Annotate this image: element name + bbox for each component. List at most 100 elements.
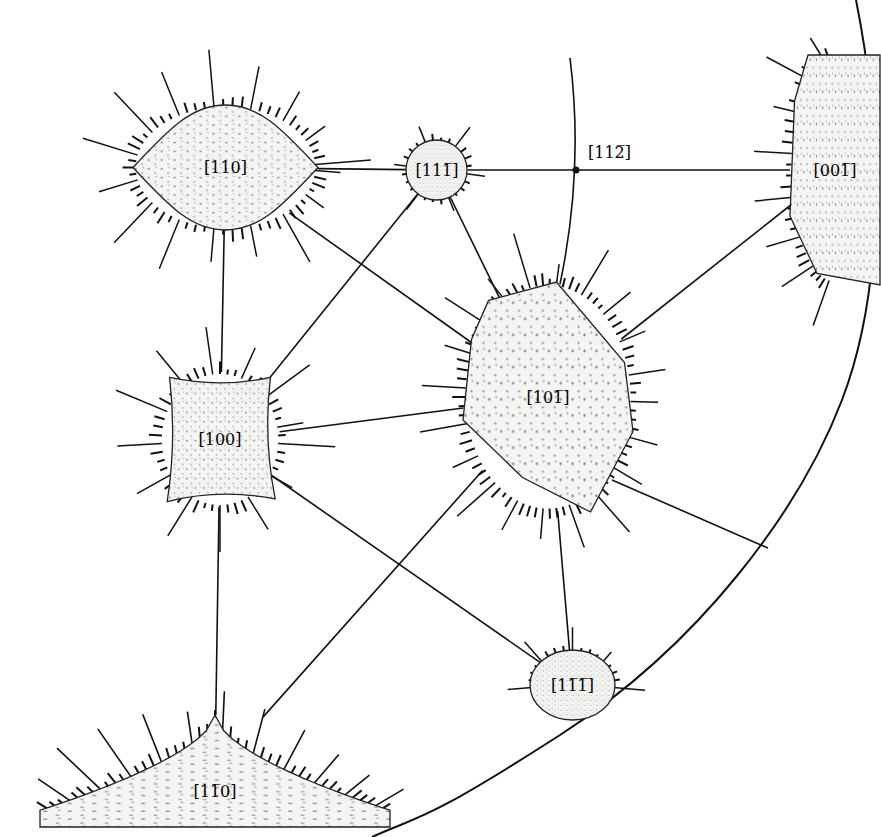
spike	[535, 508, 537, 518]
pole-index: [110]	[204, 158, 247, 177]
spike	[394, 164, 408, 166]
pole-index: [001̅]	[813, 161, 856, 180]
pole-index: [111̅]	[415, 161, 458, 180]
spike	[534, 275, 536, 286]
spike	[275, 418, 281, 420]
pole-index: [101̅]	[526, 388, 569, 407]
spike	[455, 127, 470, 147]
pole-region: [111̅]	[406, 140, 467, 200]
spike	[275, 460, 283, 463]
pole-region: [11̅0]	[40, 715, 390, 827]
spike	[150, 117, 158, 127]
spike	[193, 500, 198, 512]
spike	[265, 365, 310, 398]
spike	[480, 477, 490, 485]
pole-region: [110]	[133, 105, 318, 230]
spike	[612, 322, 622, 328]
pole-region: [001̅]	[790, 55, 880, 285]
spike	[625, 356, 634, 358]
spike	[629, 370, 666, 376]
stippled-outline	[40, 715, 390, 827]
spike	[754, 151, 792, 153]
spike	[226, 370, 229, 375]
spike	[598, 305, 602, 309]
spike	[203, 367, 206, 376]
spike	[627, 365, 633, 366]
spike	[315, 171, 340, 173]
connector-group	[216, 169, 792, 718]
spike	[312, 183, 325, 188]
spike	[301, 128, 308, 135]
spike	[204, 503, 205, 508]
spike	[283, 214, 310, 262]
spike	[143, 134, 147, 138]
spike	[276, 108, 280, 118]
spike	[143, 714, 162, 762]
spike	[114, 203, 152, 243]
spike	[457, 378, 467, 379]
spike	[522, 285, 524, 290]
spike	[508, 687, 532, 689]
spike	[278, 434, 286, 436]
spike	[312, 150, 318, 152]
pole-region: [100]	[160, 372, 280, 507]
spike	[223, 691, 225, 730]
spike	[211, 505, 214, 511]
spike	[204, 102, 205, 109]
spike	[575, 283, 579, 292]
spike	[587, 293, 592, 299]
spike	[159, 220, 179, 269]
spike	[563, 507, 565, 516]
pole-index: [100]	[198, 430, 241, 449]
spike	[819, 279, 825, 289]
spike	[780, 186, 791, 189]
spike	[755, 197, 793, 201]
spike	[786, 175, 791, 177]
pole-region: [101̅]	[463, 282, 633, 512]
spike	[166, 748, 169, 759]
spike	[466, 174, 485, 177]
spike	[168, 497, 192, 536]
spike	[248, 497, 268, 530]
spike	[154, 208, 158, 214]
spike	[283, 730, 304, 770]
spike	[782, 266, 813, 287]
spike	[460, 440, 472, 444]
great-circle-connector	[558, 511, 570, 650]
spike	[630, 383, 641, 384]
spike	[268, 106, 271, 114]
spike	[314, 156, 325, 159]
spike	[276, 218, 281, 229]
spike	[563, 278, 565, 287]
spike	[581, 250, 608, 295]
spike	[283, 92, 300, 121]
great-circle-connector	[289, 213, 473, 344]
spike	[76, 787, 85, 795]
spike	[569, 277, 573, 289]
spike	[514, 234, 530, 289]
spike	[130, 174, 137, 175]
spike	[128, 143, 140, 149]
great-circle-connector	[280, 408, 464, 432]
great-circle	[612, 480, 768, 548]
spike	[83, 138, 138, 155]
spike	[277, 452, 285, 453]
spike	[420, 423, 468, 432]
spike	[310, 189, 315, 192]
spike	[603, 292, 630, 314]
great-circle-connector	[318, 169, 407, 170]
spike	[259, 102, 262, 111]
spike	[277, 423, 303, 427]
spike	[251, 226, 257, 257]
great-circle-connector	[260, 194, 418, 390]
spike	[276, 755, 281, 767]
spike	[128, 160, 136, 161]
spike	[461, 432, 470, 434]
spike	[816, 275, 821, 280]
spike	[242, 227, 244, 239]
spike	[116, 390, 167, 411]
spike	[114, 92, 152, 132]
spike	[616, 329, 627, 334]
spike	[187, 712, 192, 744]
spike	[194, 225, 196, 232]
